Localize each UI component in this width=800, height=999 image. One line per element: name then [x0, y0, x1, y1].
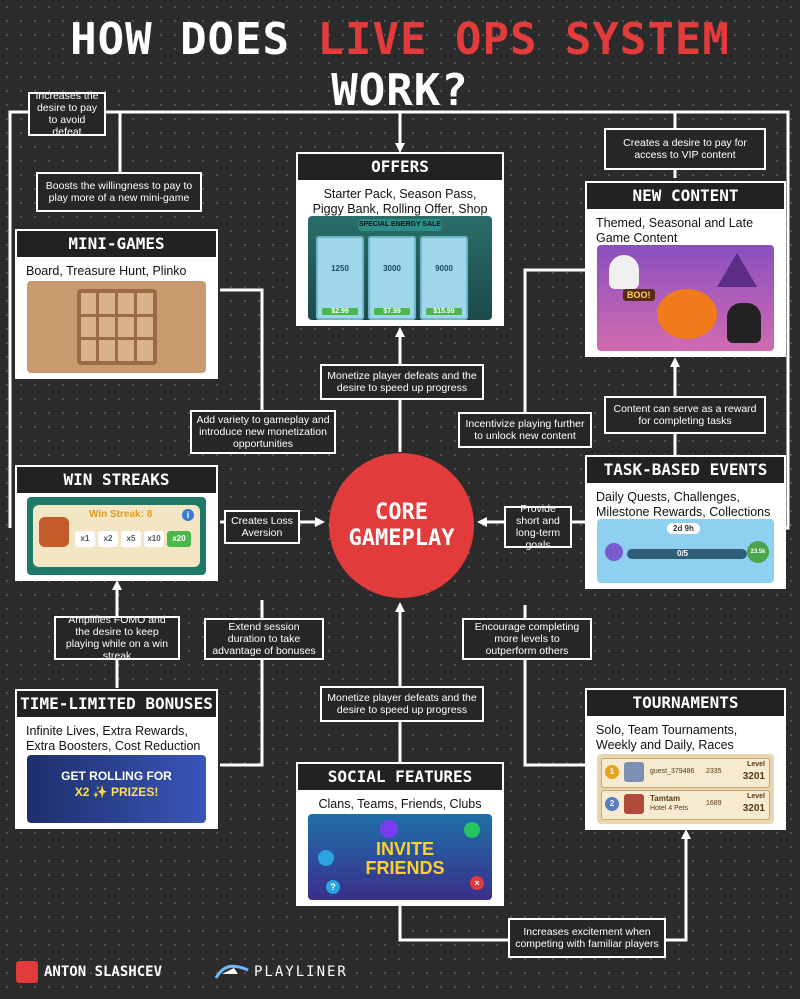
messenger-icon	[380, 820, 398, 838]
note-monetize-defeats-bottom: Monetize player defeats and the desire t…	[320, 686, 484, 722]
note-loss-aversion: Creates Loss Aversion	[224, 510, 300, 544]
timer-badge: 2d 9h	[667, 523, 700, 534]
help-icon[interactable]: ?	[326, 880, 340, 894]
offers-shop-image: SPECIAL ENERGY SALE 1250 $2.99 3000 $7.9…	[308, 216, 492, 320]
card-time-bonuses[interactable]: TIME-LIMITED BONUSES Infinite Lives, Ext…	[15, 689, 218, 829]
puzzle-grid	[76, 289, 157, 365]
witch-hat-icon	[717, 253, 757, 287]
card-tournaments[interactable]: TOURNAMENTS Solo, Team Tournaments, Week…	[585, 688, 786, 830]
card-description: Starter Pack, Season Pass, Piggy Bank, R…	[312, 187, 488, 216]
multiplier: x1	[75, 531, 95, 547]
core-line-2: GAMEPLAY	[348, 525, 455, 551]
card-task-events[interactable]: TASK-BASED EVENTS Daily Quests, Challeng…	[585, 455, 786, 589]
core-gameplay-circle[interactable]: CORE GAMEPLAY	[329, 453, 474, 598]
ghost-icon	[609, 255, 639, 289]
telegram-icon	[318, 850, 334, 866]
note-monetize-defeats-top: Monetize player defeats and the desire t…	[320, 364, 484, 400]
card-description: Solo, Team Tournaments, Weekly and Daily…	[596, 723, 738, 752]
progress-bar	[627, 549, 747, 559]
cat-icon	[727, 303, 761, 343]
offer-tile[interactable]: 3000 $7.99	[368, 236, 416, 320]
note-content-reward: Content can serve as a reward for comple…	[604, 396, 766, 434]
card-header: SOCIAL FEATURES	[298, 764, 502, 792]
note-add-variety: Add variety to gameplay and introduce ne…	[190, 410, 336, 454]
card-description: Themed, Seasonal and Late Game Content	[596, 216, 754, 245]
card-header: NEW CONTENT	[587, 183, 784, 211]
card-description: Infinite Lives, Extra Rewards, Extra Boo…	[26, 724, 201, 753]
card-new-content[interactable]: NEW CONTENT Themed, Seasonal and Late Ga…	[585, 181, 786, 357]
card-description: Daily Quests, Challenges, Milestone Rewa…	[596, 490, 771, 519]
multiplier-active: x20	[167, 531, 191, 547]
info-icon[interactable]: i	[182, 509, 194, 521]
win-streak-panel: Win Streak: 8 x1 x2 x5 x10 x20 i	[33, 505, 200, 567]
leaderboard-row: 2 Tamtam Hotel 4 Pets 1689 Level 3201	[601, 790, 770, 820]
note-vip-content: Creates a desire to pay for access to VI…	[604, 128, 766, 170]
card-offers[interactable]: OFFERS Starter Pack, Season Pass, Piggy …	[296, 152, 504, 326]
offer-tile[interactable]: 9000 $15.99	[420, 236, 468, 320]
invite-friends-text: INVITE FRIENDS	[365, 839, 445, 878]
card-header: TOURNAMENTS	[587, 690, 784, 718]
card-header: OFFERS	[298, 154, 502, 182]
avatar	[624, 762, 644, 782]
card-header: MINI-GAMES	[17, 231, 216, 259]
invite-friends-image: INVITE FRIENDS × ?	[308, 814, 492, 900]
note-short-long-goals: Provide short and long-term goals	[504, 503, 572, 551]
card-win-streaks[interactable]: WIN STREAKS Win Streak: 8 x1 x2 x5 x10 x…	[15, 465, 218, 581]
note-unlock-content: Incentivize playing further to unlock ne…	[458, 412, 592, 448]
leaderboard-image: 1 guest_379486 2335 Level 3201 2 Tamtam …	[597, 754, 774, 824]
reward-icon: 23.5k	[747, 541, 769, 563]
leaderboard-row: 1 guest_379486 2335 Level 3201	[601, 758, 770, 788]
multiplier: x5	[121, 531, 141, 547]
note-extend-session: Extend session duration to take advantag…	[204, 618, 324, 660]
author-avatar	[16, 961, 38, 983]
playliner-logo-icon	[214, 964, 249, 979]
card-header: TIME-LIMITED BONUSES	[17, 691, 216, 719]
note-outperform-others: Encourage completing more levels to outp…	[462, 618, 592, 660]
card-social-features[interactable]: SOCIAL FEATURES Clans, Teams, Friends, C…	[296, 762, 504, 906]
sale-banner: SPECIAL ENERGY SALE	[358, 219, 442, 231]
gift-icon	[39, 517, 69, 547]
banner-line-2: X2 ✨ PRIZES!	[74, 785, 159, 799]
pumpkin-icon	[657, 289, 717, 339]
win-streak-image: Win Streak: 8 x1 x2 x5 x10 x20 i	[27, 497, 206, 575]
offer-tile[interactable]: 1250 $2.99	[316, 236, 364, 320]
author-name: ANTON SLASHCEV	[44, 964, 163, 980]
note-familiar-players: Increases excitement when competing with…	[508, 918, 666, 958]
avatar	[624, 794, 644, 814]
card-header: WIN STREAKS	[17, 467, 216, 495]
brand-name: PLAYLINER	[254, 964, 348, 980]
multiplier: x2	[98, 531, 118, 547]
card-description: Clans, Teams, Friends, Clubs	[318, 797, 482, 811]
whatsapp-icon	[464, 822, 480, 838]
page-title: HOW DOES LIVE OPS SYSTEM WORK?	[70, 14, 730, 116]
close-icon[interactable]: ×	[470, 876, 484, 890]
boo-sign: BOO!	[623, 289, 655, 301]
banner-line-1: GET ROLLING FOR	[61, 769, 172, 783]
mini-game-board-image	[27, 281, 206, 373]
multiplier: x10	[144, 531, 164, 547]
halloween-content-image: BOO!	[597, 245, 774, 351]
note-mini-game-pay: Boosts the willingness to pay to play mo…	[36, 172, 202, 212]
core-line-1: CORE	[375, 499, 428, 525]
card-description: Board, Treasure Hunt, Plinko	[26, 264, 187, 278]
note-pay-to-avoid-defeat: Increases the desire to pay to avoid def…	[28, 90, 106, 138]
bonus-banner-image: GET ROLLING FOR X2 ✨ PRIZES!	[27, 755, 206, 823]
card-mini-games[interactable]: MINI-GAMES Board, Treasure Hunt, Plinko	[15, 229, 218, 379]
multiplier-list: x1 x2 x5 x10 x20	[75, 531, 191, 547]
ufo-icon	[605, 543, 623, 561]
note-fomo: Amplifies FOMO and the desire to keep pl…	[54, 614, 180, 662]
progress-text: 0/5	[677, 549, 689, 558]
card-header: TASK-BASED EVENTS	[587, 457, 784, 485]
task-event-image: 2d 9h 0/5 23.5k	[597, 519, 774, 583]
